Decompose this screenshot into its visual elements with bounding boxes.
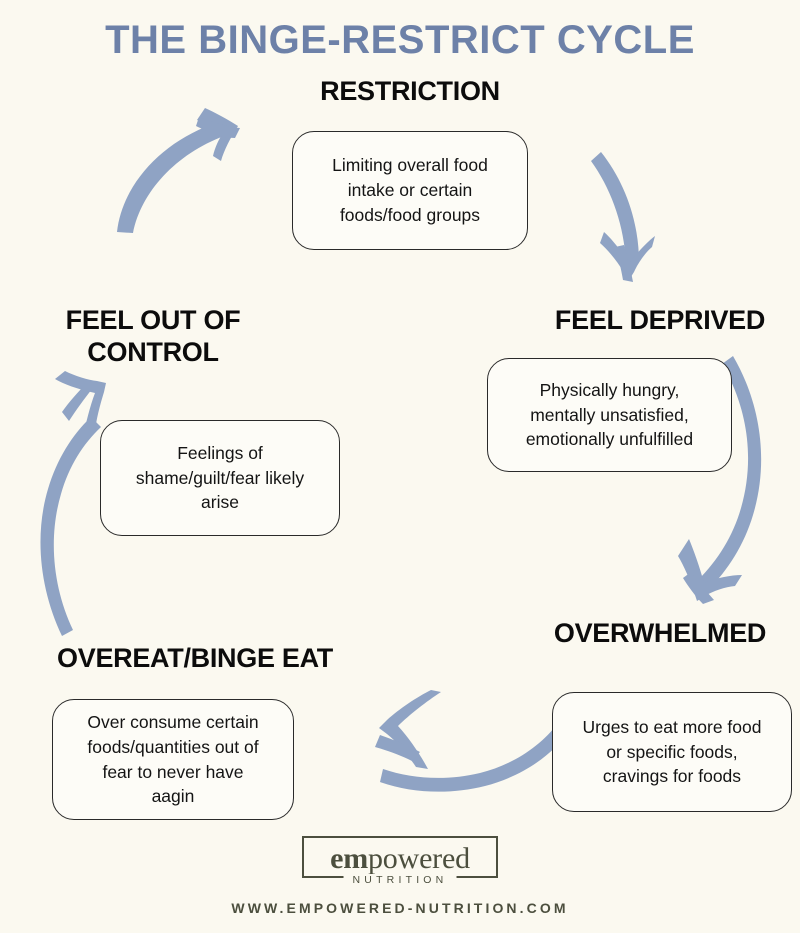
brand-wordmark: empowered xyxy=(330,844,470,874)
arrow-overeat-to-out-of-control-icon xyxy=(40,371,106,636)
stage-description-feel-out-of-control: Feelings of shame/guilt/fear likely aris… xyxy=(100,420,340,536)
arrow-restriction-to-deprived-icon xyxy=(591,152,655,282)
brand-wordmark-suffix: powered xyxy=(368,842,470,875)
brand-tagline: NUTRITION xyxy=(343,874,457,886)
stage-heading-restriction: RESTRICTION xyxy=(320,76,500,106)
page-title: THE BINGE-RESTRICT CYCLE xyxy=(105,18,695,62)
arrow-overwhelmed-to-overeat-icon xyxy=(375,690,570,792)
footer: empowered NUTRITION WWW.EMPOWERED-NUTRIT… xyxy=(0,836,800,916)
arrow-out-of-control-to-restriction-icon xyxy=(117,108,240,233)
stage-heading-feel-out-of-control: FEEL OUT OF CONTROL xyxy=(65,305,241,367)
stage-description-restriction: Limiting overall food intake or certain … xyxy=(292,131,528,250)
stage-description-overwhelmed: Urges to eat more food or specific foods… xyxy=(552,692,792,812)
stage-heading-feel-deprived: FEEL DEPRIVED xyxy=(554,305,766,335)
site-url: WWW.EMPOWERED-NUTRITION.COM xyxy=(231,900,569,916)
stage-description-feel-deprived: Physically hungry, mentally unsatisfied,… xyxy=(487,358,732,472)
brand-wordmark-prefix: em xyxy=(330,842,368,875)
stage-description-overeat-binge-eat: Over consume certain foods/quantities ou… xyxy=(52,699,294,820)
stage-heading-overwhelmed: OVERWHELMED xyxy=(553,618,767,648)
stage-heading-overeat-binge-eat: OVEREAT/BINGE EAT xyxy=(57,643,333,673)
brand-logo: empowered NUTRITION xyxy=(302,836,498,886)
